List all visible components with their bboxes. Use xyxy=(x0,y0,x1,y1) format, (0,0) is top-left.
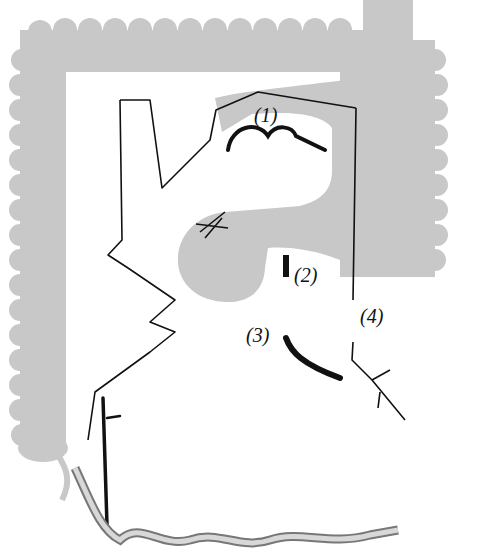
vessels xyxy=(103,127,340,525)
colon xyxy=(9,0,448,462)
mesentery-outline xyxy=(88,92,405,440)
appendix xyxy=(58,455,67,500)
small-bowel xyxy=(75,468,398,543)
callout-number: (3) xyxy=(244,324,271,346)
callout-number: (2) xyxy=(292,264,319,286)
callout-number: (1) xyxy=(252,104,279,126)
vessel-stump xyxy=(283,255,289,277)
callout-number: (4) xyxy=(358,305,385,327)
